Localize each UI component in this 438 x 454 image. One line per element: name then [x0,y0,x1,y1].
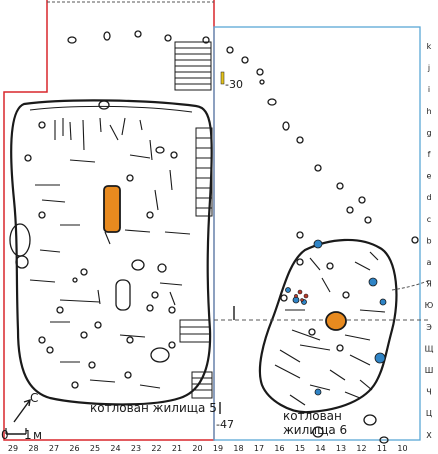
x-axis-tick: 28 [28,444,38,453]
yellow-depth-marker [220,71,225,85]
y-axis-tick: k [427,42,432,51]
depth-label-bottom: -47 [216,418,234,431]
x-axis-tick: 22 [151,444,161,453]
x-axis-tick: 16 [274,444,284,453]
y-axis-tick: Ц [426,409,432,418]
scale-unit: м [33,428,42,442]
hatched-blocks [174,41,213,399]
x-axis-tick: 11 [377,444,387,453]
dwelling-6-label-line2: жилища 6 [283,423,347,437]
x-axis-tick: 25 [90,444,100,453]
dwelling-6-red-finds [294,289,309,302]
dwelling-5-hearth [103,185,121,233]
x-axis-tick: 29 [8,444,18,453]
x-axis-tick: 27 [49,444,59,453]
dwelling-6-hearth [325,311,347,331]
y-axis-tick: Щ [425,344,434,353]
x-axis-tick: 13 [336,444,346,453]
y-axis-tick: g [426,128,431,137]
x-axis: 29 28 27 26 25 24 23 22 21 20 19 18 17 16 15 14 13 12 11 10 [8,444,408,453]
y-axis-tick: b [426,236,431,245]
y-axis-tick: Ш [425,366,434,375]
x-axis-tick: 15 [295,444,305,453]
scale-bar-icon: 0 1 м [1,428,42,442]
dwelling-5-linear-finds [29,117,191,389]
x-axis-tick: 20 [192,444,202,453]
x-axis-tick: 18 [233,444,243,453]
scale-zero: 0 [1,428,9,442]
y-axis-tick: Ю [425,301,434,310]
dwelling-6-dashed-extension [391,279,431,291]
y-axis-tick: Я [426,280,432,289]
y-axis: k j i h g f e d c b aЯ Ю Э Щ Ш Ч Ц Х [425,42,434,440]
y-axis-tick: f [428,150,431,159]
dwelling-5-postholes [9,30,210,389]
y-axis-tick: h [426,107,431,116]
dwelling-6-postholes [226,46,419,444]
x-axis-tick: 26 [69,444,79,453]
y-axis-tick: d [426,193,431,202]
y-axis-tick: Ч [426,388,431,397]
dwelling-5-inner-edge [29,105,193,113]
x-axis-tick: 24 [110,444,120,453]
x-axis-tick: 17 [254,444,264,453]
y-axis-tick: c [427,215,431,224]
dwelling-6-blue-finds [285,239,387,396]
x-axis-tick: 12 [356,444,366,453]
y-axis-tick: i [428,85,430,94]
north-label: С [30,391,38,405]
y-axis-tick: Х [426,431,432,440]
scale-one: 1 [24,428,32,442]
y-axis-tick: a [427,258,432,267]
y-axis-tick: e [427,172,432,181]
x-axis-tick: 23 [131,444,141,453]
dwelling-5-label: котлован жилища 5 [90,401,217,415]
y-axis-tick: j [427,64,430,73]
north-arrow-icon: С [13,391,38,423]
x-axis-tick: 10 [397,444,407,453]
dwelling-6-linear-finds [274,251,386,406]
x-axis-tick: 21 [172,444,182,453]
y-axis-tick: Э [426,323,432,332]
depth-label-top: -30 [225,78,243,91]
x-axis-tick: 14 [315,444,325,453]
right-excavation-border [213,26,421,441]
dwelling-5-pit-outline [10,99,213,406]
x-axis-tick: 19 [213,444,223,453]
dwelling-6-label-line1: котлован [283,409,342,423]
